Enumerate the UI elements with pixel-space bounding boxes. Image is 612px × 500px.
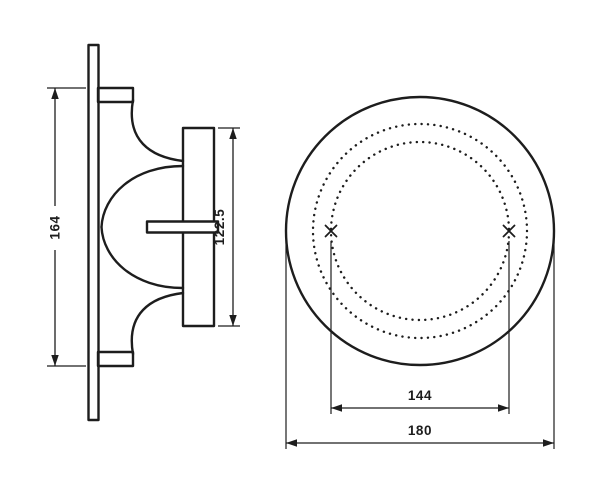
dotted-circle-mounting [329,140,511,322]
cone-curve-bottom [100,225,185,290]
mounting-hole-cross-left [324,224,338,238]
terminal-bar [145,220,220,234]
basket-curve-top [130,98,185,163]
flange-plate [87,43,100,422]
mounting-hole-cross-right [502,224,516,238]
dimension-label-144: 144 [408,388,432,403]
side-view: 164 122.5 [47,43,240,422]
front-view: 144 180 [284,95,556,449]
rim-gasket-top [96,86,135,104]
rim-gasket-bottom [96,350,135,368]
dimension-label-122-5: 122.5 [212,209,227,246]
dimension-depth: 122.5 [212,127,240,327]
basket-curve-bottom [130,291,185,356]
dimension-mounting-circle: 144 [330,241,510,414]
dimension-outer-diameter: 180 [285,234,555,449]
cone-curve-top [100,164,185,229]
outer-rim-circle [284,95,556,367]
dotted-circle-outer [311,122,529,340]
dimension-label-164: 164 [48,215,63,239]
dimension-label-180: 180 [408,423,432,438]
dimension-overall-height: 164 [47,87,86,367]
